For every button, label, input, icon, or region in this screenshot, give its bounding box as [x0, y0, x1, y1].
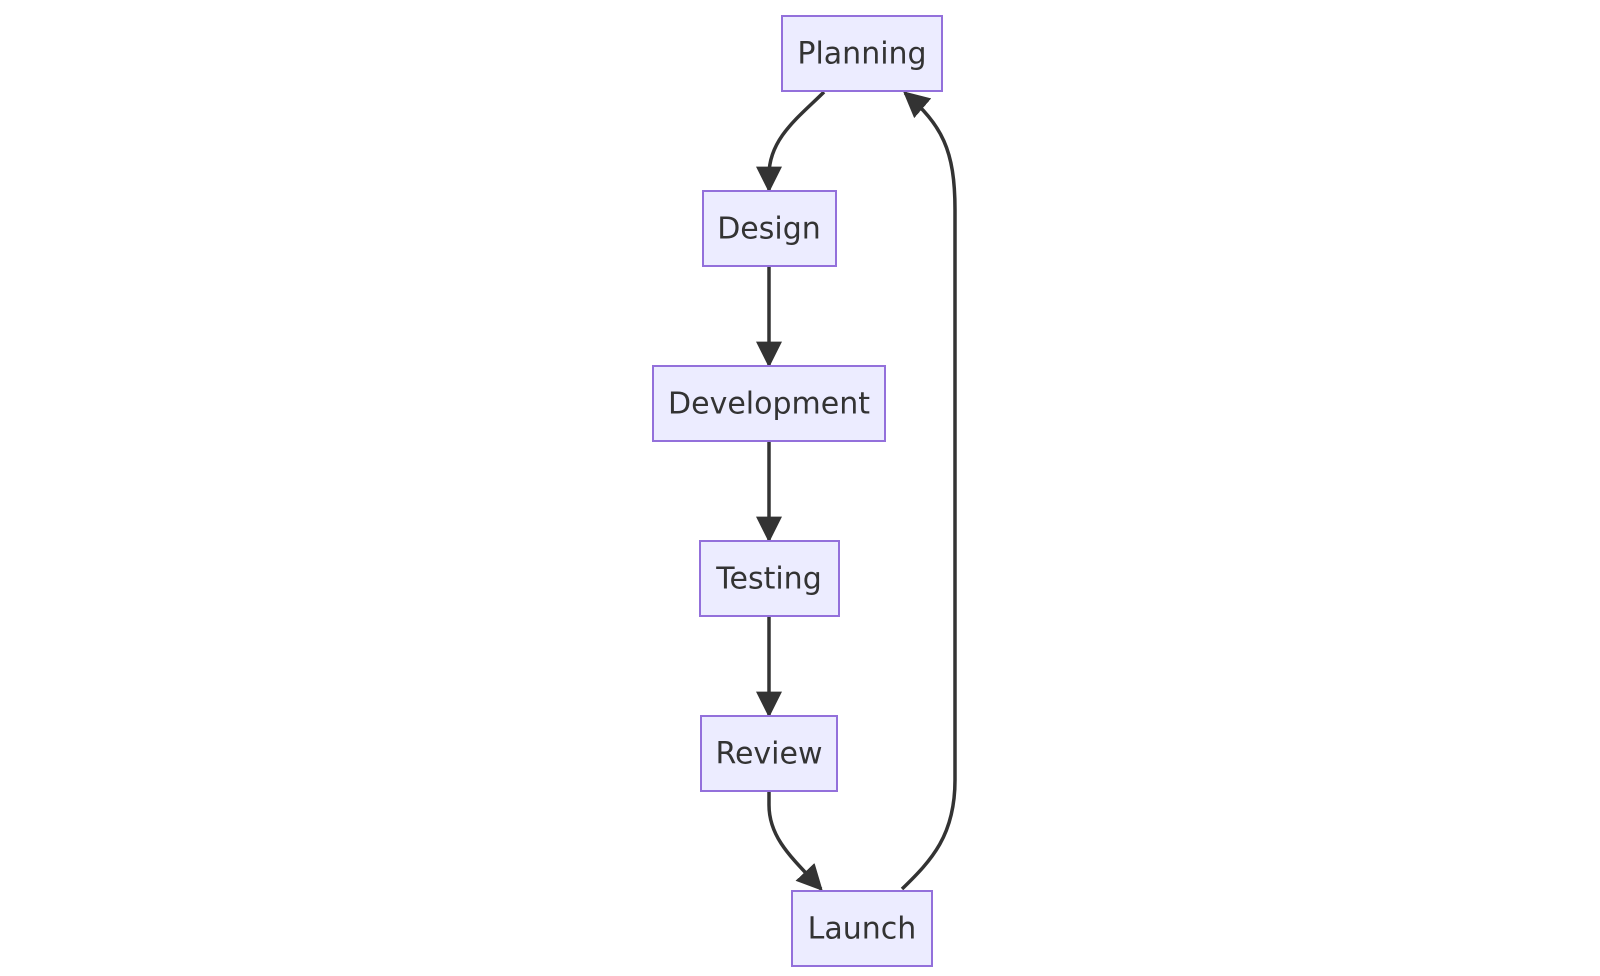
node-testing-label: Testing [715, 562, 821, 597]
node-planning[interactable]: Planning [781, 15, 943, 92]
node-review[interactable]: Review [700, 715, 838, 792]
node-review-label: Review [715, 737, 822, 772]
edges-layer [756, 90, 957, 891]
node-development-label: Development [668, 387, 870, 422]
node-launch[interactable]: Launch [791, 890, 933, 967]
node-planning-label: Planning [797, 37, 926, 72]
node-design-label: Design [717, 212, 821, 247]
edge-planning-to-design [756, 90, 826, 193]
node-design-box [702, 190, 837, 267]
node-review-box [700, 715, 838, 792]
node-testing-box [699, 540, 840, 617]
node-planning-box [781, 15, 943, 92]
node-development[interactable]: Development [652, 365, 886, 442]
node-launch-label: Launch [808, 912, 917, 947]
node-design[interactable]: Design [702, 190, 837, 267]
edge-review-to-launch [767, 791, 823, 891]
edge-launch-to-planning [900, 91, 957, 891]
node-development-box [652, 365, 886, 442]
node-launch-box [791, 890, 933, 967]
node-testing[interactable]: Testing [699, 540, 840, 617]
